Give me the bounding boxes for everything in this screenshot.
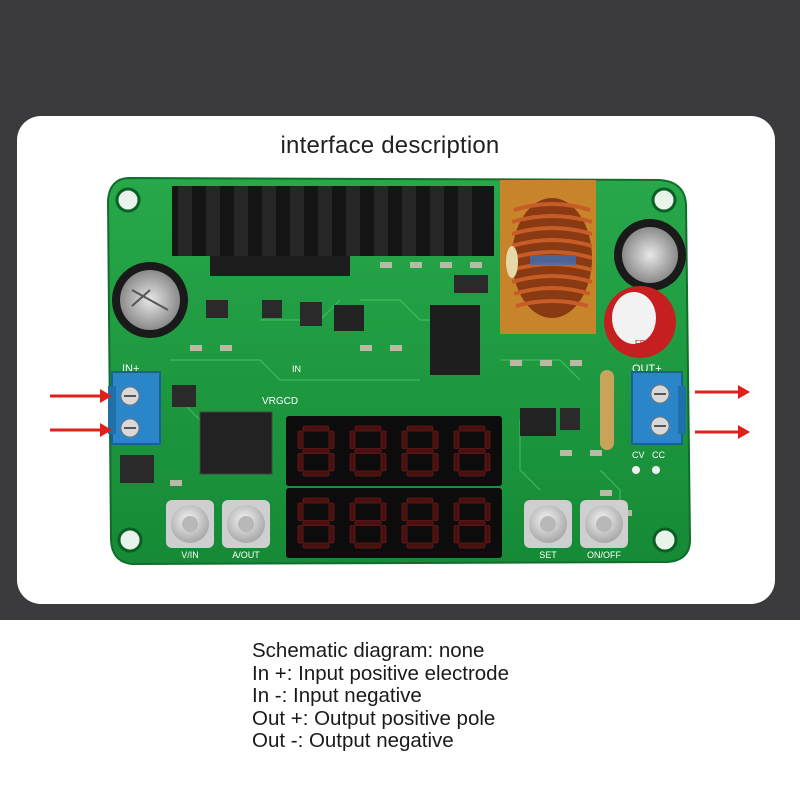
description-line: Out -: Output negative <box>252 729 454 752</box>
description-line: In +: Input positive electrode <box>252 661 509 685</box>
cv-label: CV <box>632 450 645 460</box>
description-line: Schematic diagram: none <box>252 639 485 662</box>
interface-description: Schematic diagram: none In +: Input posi… <box>252 639 509 753</box>
display-digit <box>297 425 335 477</box>
output-terminal <box>631 371 686 445</box>
in-small-label: IN <box>292 364 301 374</box>
capacitor-text: FP <box>635 339 645 348</box>
capacitor-left <box>112 262 188 338</box>
on-off-button[interactable] <box>580 500 628 548</box>
chip-label: VRGCD <box>262 396 298 407</box>
heat-sink <box>172 186 494 276</box>
set-button[interactable] <box>524 500 572 548</box>
v-in-button[interactable] <box>166 500 214 548</box>
display-digit <box>349 425 387 477</box>
cc-label: CC <box>652 450 665 460</box>
description-line: In -: Input negative <box>252 684 422 707</box>
display-digit <box>453 497 491 549</box>
on-off-button-label: ON/OFF <box>587 550 621 560</box>
a-out-button-label: A/OUT <box>232 550 260 560</box>
display-digit <box>401 497 439 549</box>
display-digit <box>453 425 491 477</box>
output-arrows <box>695 385 750 439</box>
capacitor-red: FP <box>604 286 676 358</box>
input-terminal <box>108 371 161 445</box>
display-digit <box>401 425 439 477</box>
ic-chips <box>120 275 580 483</box>
input-arrows <box>50 389 112 437</box>
description-line: Out +: Output positive pole <box>252 706 496 730</box>
display-bottom <box>286 488 502 558</box>
cv-led <box>632 466 640 474</box>
display-digit <box>297 497 335 549</box>
a-out-button[interactable] <box>222 500 270 548</box>
inductor <box>500 180 596 334</box>
display-digit <box>349 497 387 549</box>
capacitor-right-black <box>614 219 686 291</box>
page-title: interface description <box>280 132 500 159</box>
cc-led <box>652 466 660 474</box>
set-button-label: SET <box>539 550 557 560</box>
coil-wire <box>600 370 614 450</box>
display-top <box>286 416 502 486</box>
v-in-button-label: V/IN <box>181 550 199 560</box>
